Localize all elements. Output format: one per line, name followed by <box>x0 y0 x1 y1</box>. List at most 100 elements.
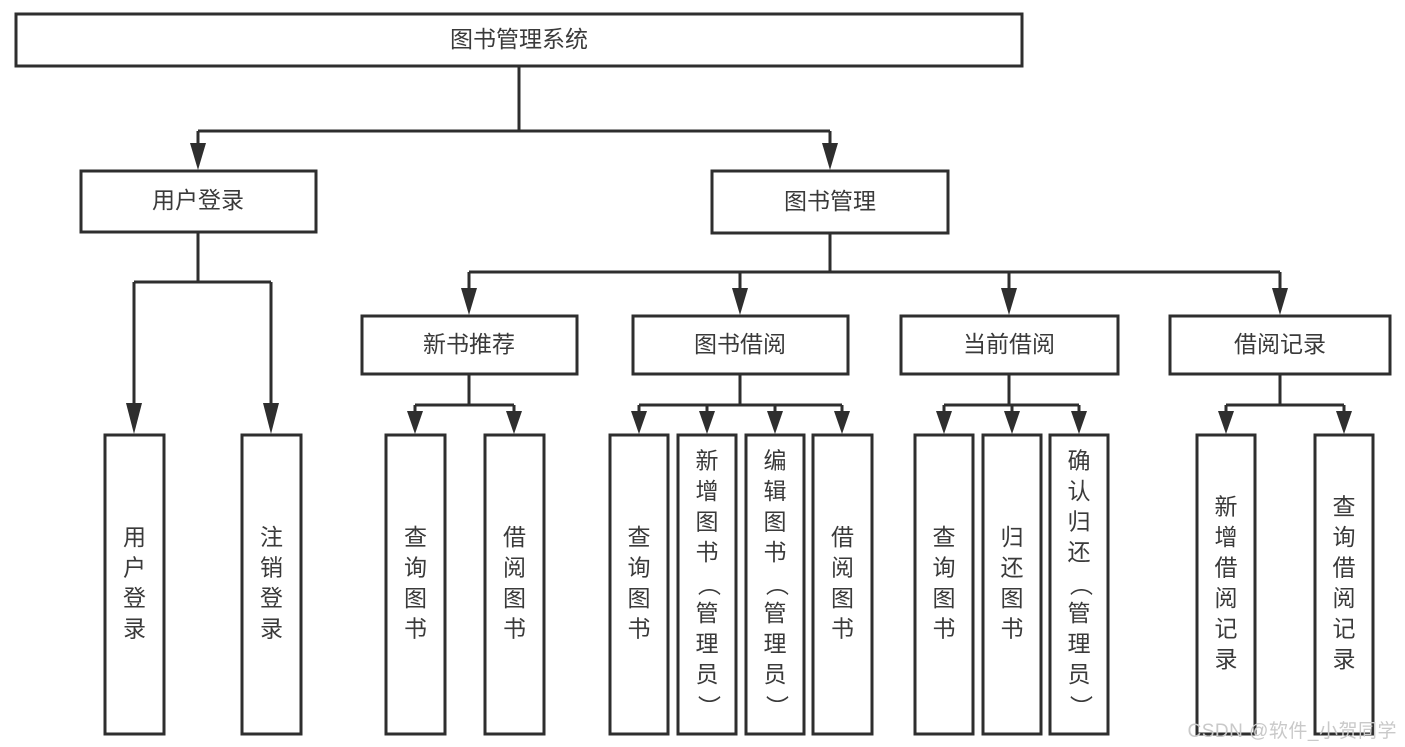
arrow-head-user-login-leaf-2 <box>263 403 279 434</box>
node-borrow-record-label: 借阅记录 <box>1234 331 1326 357</box>
node-borrow-record-box[interactable] <box>1168 314 1392 376</box>
svg-text:查: 查 <box>1333 493 1356 519</box>
svg-text:理: 理 <box>696 631 719 657</box>
connectors-book-borrow-to-leaves <box>631 374 850 434</box>
svg-text:管: 管 <box>696 600 719 626</box>
svg-text:增: 增 <box>1215 524 1238 550</box>
leaf-box[interactable] <box>676 433 738 736</box>
node-current-borrow-label: 当前借阅 <box>963 331 1055 357</box>
node-new-book-recommend[interactable]: 新书推荐 <box>360 314 579 376</box>
svg-text:借: 借 <box>503 524 526 550</box>
arrow-head-to-user-login <box>190 143 206 170</box>
node-book-borrow[interactable]: 图书借阅 <box>631 314 850 376</box>
node-book-manage-box[interactable] <box>710 169 950 235</box>
svg-text:员: 员 <box>764 661 787 687</box>
arrow-head-newbook-leaf-2 <box>506 411 522 434</box>
node-user-login[interactable]: 用户登录 <box>79 169 318 234</box>
node-leaf-new-book-1[interactable] <box>384 433 447 736</box>
svg-text:销: 销 <box>260 554 283 580</box>
arrow-head-newbook-leaf-1 <box>407 411 423 434</box>
svg-text:录: 录 <box>260 615 283 641</box>
node-leaf-book-borrow-3[interactable] <box>744 433 806 736</box>
svg-text:书: 书 <box>764 539 787 565</box>
node-leaf-book-borrow-4[interactable] <box>811 433 874 736</box>
svg-text:询: 询 <box>933 554 956 580</box>
leaf-box[interactable] <box>483 433 546 736</box>
node-book-manage[interactable]: 图书管理 <box>710 169 950 235</box>
node-leaf-borrow-record-1[interactable] <box>1195 433 1257 736</box>
leaf-box[interactable] <box>608 433 670 736</box>
node-user-login-box[interactable] <box>79 169 318 234</box>
svg-text:图: 图 <box>764 509 787 535</box>
node-leaf-borrow-record-2[interactable] <box>1313 433 1375 736</box>
svg-text:录: 录 <box>1333 646 1356 672</box>
svg-text:辑: 辑 <box>764 478 787 504</box>
svg-text:（: （ <box>1068 573 1094 596</box>
svg-text:阅: 阅 <box>503 554 526 580</box>
svg-text:图: 图 <box>1001 585 1024 611</box>
node-leaf-user-login-1[interactable] <box>103 433 166 736</box>
svg-text:理: 理 <box>764 631 787 657</box>
node-book-manage-label: 图书管理 <box>784 188 876 214</box>
svg-text:编: 编 <box>764 448 787 474</box>
node-root-box[interactable] <box>14 12 1024 68</box>
leaf-box[interactable] <box>384 433 447 736</box>
node-current-borrow-box[interactable] <box>899 314 1120 376</box>
svg-text:书: 书 <box>696 539 719 565</box>
leaf-box[interactable] <box>1195 433 1257 736</box>
arrow-head-to-new-book <box>461 288 477 315</box>
node-leaf-book-borrow-1[interactable] <box>608 433 670 736</box>
arrow-head-bb-leaf-2 <box>699 411 715 434</box>
svg-text:书: 书 <box>1001 615 1024 641</box>
arrow-head-user-login-leaf-1 <box>126 403 142 434</box>
node-new-book-recommend-box[interactable] <box>360 314 579 376</box>
node-user-login-label: 用户登录 <box>152 187 244 213</box>
svg-text:书: 书 <box>628 615 651 641</box>
leaf-box[interactable] <box>811 433 874 736</box>
connectors-borrow-record-to-leaves <box>1218 374 1352 434</box>
svg-text:询: 询 <box>628 554 651 580</box>
svg-text:图: 图 <box>696 509 719 535</box>
svg-text:查: 查 <box>404 524 427 550</box>
node-leaf-new-book-2[interactable] <box>483 433 546 736</box>
svg-text:管: 管 <box>1068 600 1091 626</box>
svg-text:）: ） <box>696 695 722 718</box>
svg-text:归: 归 <box>1068 509 1091 535</box>
svg-text:归: 归 <box>1001 524 1024 550</box>
svg-text:阅: 阅 <box>831 554 854 580</box>
node-borrow-record[interactable]: 借阅记录 <box>1168 314 1392 376</box>
leaf-box[interactable] <box>913 433 975 736</box>
svg-text:记: 记 <box>1333 615 1356 641</box>
node-root[interactable]: 图书管理系统 <box>14 12 1024 68</box>
node-leaf-book-borrow-2[interactable] <box>676 433 738 736</box>
leaf-box[interactable] <box>744 433 806 736</box>
svg-text:新: 新 <box>696 448 719 474</box>
node-current-borrow[interactable]: 当前借阅 <box>899 314 1120 376</box>
leaf-box[interactable] <box>1313 433 1375 736</box>
svg-text:图: 图 <box>933 585 956 611</box>
svg-text:书: 书 <box>503 615 526 641</box>
leaf-labels-group: 用户登录注销登录查询图书借阅图书查询图书新增图书（管理员）编辑图书（管理员）借阅… <box>123 448 1356 718</box>
svg-text:借: 借 <box>831 524 854 550</box>
svg-text:注: 注 <box>260 524 283 550</box>
leaf-box[interactable] <box>240 433 303 736</box>
svg-text:（: （ <box>696 573 722 596</box>
node-leaf-current-borrow-1[interactable] <box>913 433 975 736</box>
node-leaf-current-borrow-3[interactable] <box>1048 433 1110 736</box>
svg-text:认: 认 <box>1068 478 1091 504</box>
node-leaf-current-borrow-2[interactable] <box>981 433 1043 736</box>
node-leaf-user-login-2[interactable] <box>240 433 303 736</box>
node-book-borrow-box[interactable] <box>631 314 850 376</box>
leaf-box[interactable] <box>103 433 166 736</box>
leaf-box[interactable] <box>1048 433 1110 736</box>
svg-text:查: 查 <box>933 524 956 550</box>
leaf-box[interactable] <box>981 433 1043 736</box>
